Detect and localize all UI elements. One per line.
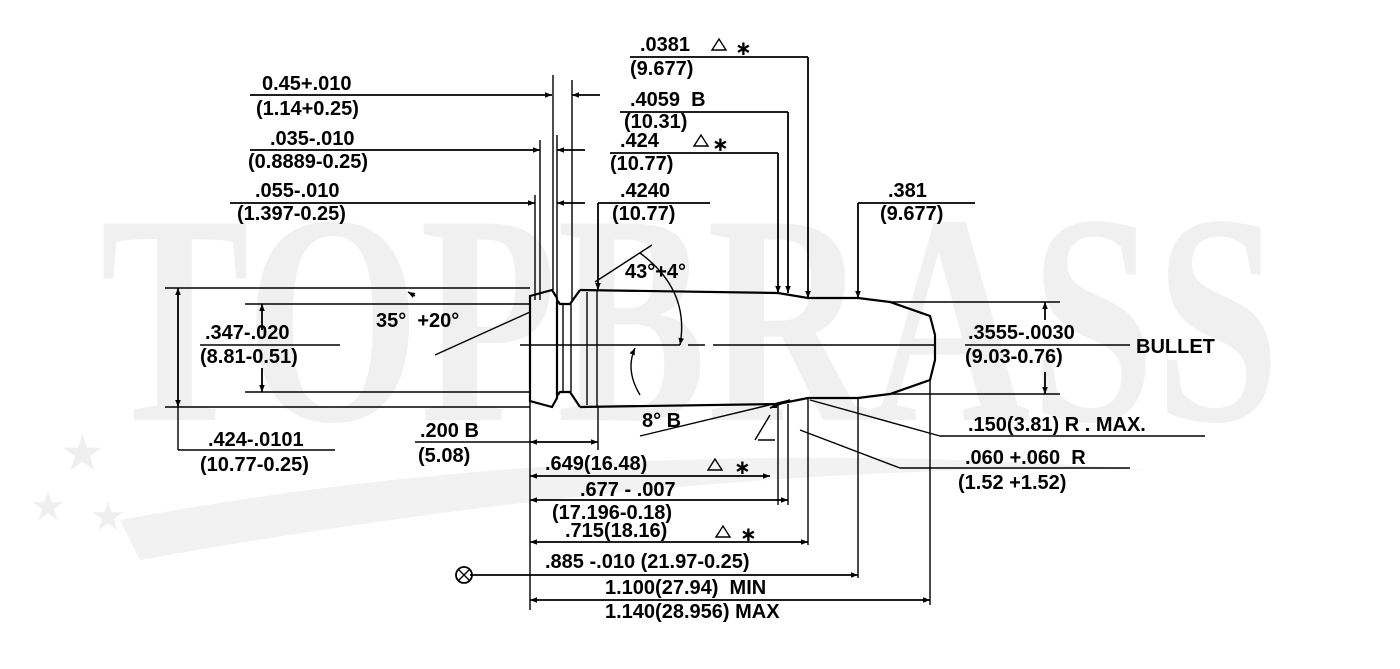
- star-icon: ∗: [734, 457, 751, 479]
- groove-angle: 35° +20°: [376, 310, 459, 332]
- neck-outer-in: .381: [888, 180, 927, 202]
- body-dia-mm: (10.77): [612, 203, 675, 225]
- bullet-dia-in: .3555-.0030: [968, 322, 1075, 344]
- rim-thickness-mm: (1.14+0.25): [256, 98, 359, 120]
- watermark-star-icon: ★: [30, 484, 66, 529]
- body-len: .715(18.16): [565, 520, 667, 542]
- star-icon: ∗: [712, 134, 729, 156]
- extractor-groove-mm: (0.8889-0.25): [248, 151, 368, 173]
- shoulder-angle: 43°+4°: [625, 261, 686, 283]
- oal-max: 1.140(28.956) MAX: [605, 601, 780, 623]
- labels: 0.45+.010 (1.14+0.25) .035-.010 (0.8889-…: [200, 34, 1215, 623]
- body-dia-star-mm: (10.77): [610, 153, 673, 175]
- radius-in: .060 +.060 R: [965, 447, 1086, 469]
- case-head-line: [586, 290, 598, 407]
- extractor-groove: [556, 289, 581, 408]
- cartridge-outline: [520, 288, 937, 409]
- head-len-in: .200 B: [420, 420, 479, 442]
- bullet-label: BULLET: [1136, 336, 1215, 358]
- dimension-lines: [165, 56, 1205, 610]
- case-body: [579, 288, 858, 409]
- triangle-icon: [714, 524, 732, 538]
- rim-dia-mm: (10.77-0.25): [200, 454, 309, 476]
- radius-max: .150(3.81) R . MAX.: [968, 414, 1146, 436]
- watermark-star-icon: ★: [90, 494, 126, 539]
- delta-symbols: [692, 37, 732, 538]
- radius-mm: (1.52 +1.52): [958, 472, 1066, 494]
- neck-outer-mm: (9.677): [880, 203, 943, 225]
- head-len-mm: (5.08): [418, 445, 470, 467]
- star-icon: ∗: [740, 524, 757, 546]
- neck-dia-star-in: .0381: [640, 34, 690, 56]
- groove-width-mm: (1.397-0.25): [237, 203, 346, 225]
- case-len: .885 -.010 (21.97-0.25): [545, 551, 750, 573]
- neck-dia-star-mm: (9.677): [630, 58, 693, 80]
- groove-face: [562, 304, 572, 392]
- datum-circle-icon: [455, 566, 473, 584]
- bullet-profile: [857, 296, 937, 400]
- shoulder-len: .649(16.48): [545, 453, 647, 475]
- body-dia-star-in: .424: [620, 130, 660, 152]
- neck-start-mm: (17.196-0.18): [552, 502, 672, 524]
- body-dia-in: .4240: [620, 180, 670, 202]
- watermark-star-icon: ★: [60, 425, 105, 481]
- triangle-icon: [710, 37, 728, 51]
- shoulder-dia-b-in: .4059 B: [630, 89, 706, 111]
- extractor-groove-in: .035-.010: [270, 128, 355, 150]
- shoulder-dia-b-mm: (10.31): [624, 111, 687, 133]
- oal-min: 1.100(27.94) MIN: [605, 577, 766, 599]
- neck-start-in: .677 - .007: [580, 479, 676, 501]
- watermark-text: TOPBRASS: [100, 153, 1280, 485]
- bullet-dia-mm: (9.03-0.76): [965, 346, 1063, 368]
- rim-dia-in: .424-.0101: [208, 429, 304, 451]
- groove-dia-in: .347-.020: [205, 322, 290, 344]
- rim-thickness-in: 0.45+.010: [262, 73, 352, 95]
- groove-dia-mm: (8.81-0.51): [200, 346, 298, 368]
- triangle-icon: [706, 457, 724, 471]
- star-icon: ∗: [735, 38, 752, 60]
- body-taper: 8° B: [642, 410, 681, 432]
- triangle-icon: [692, 133, 710, 147]
- watermark-swoosh: [120, 457, 1150, 560]
- groove-width-in: .055-.010: [255, 180, 340, 202]
- watermark: TOPBRASS ★ ★ ★: [30, 153, 1280, 560]
